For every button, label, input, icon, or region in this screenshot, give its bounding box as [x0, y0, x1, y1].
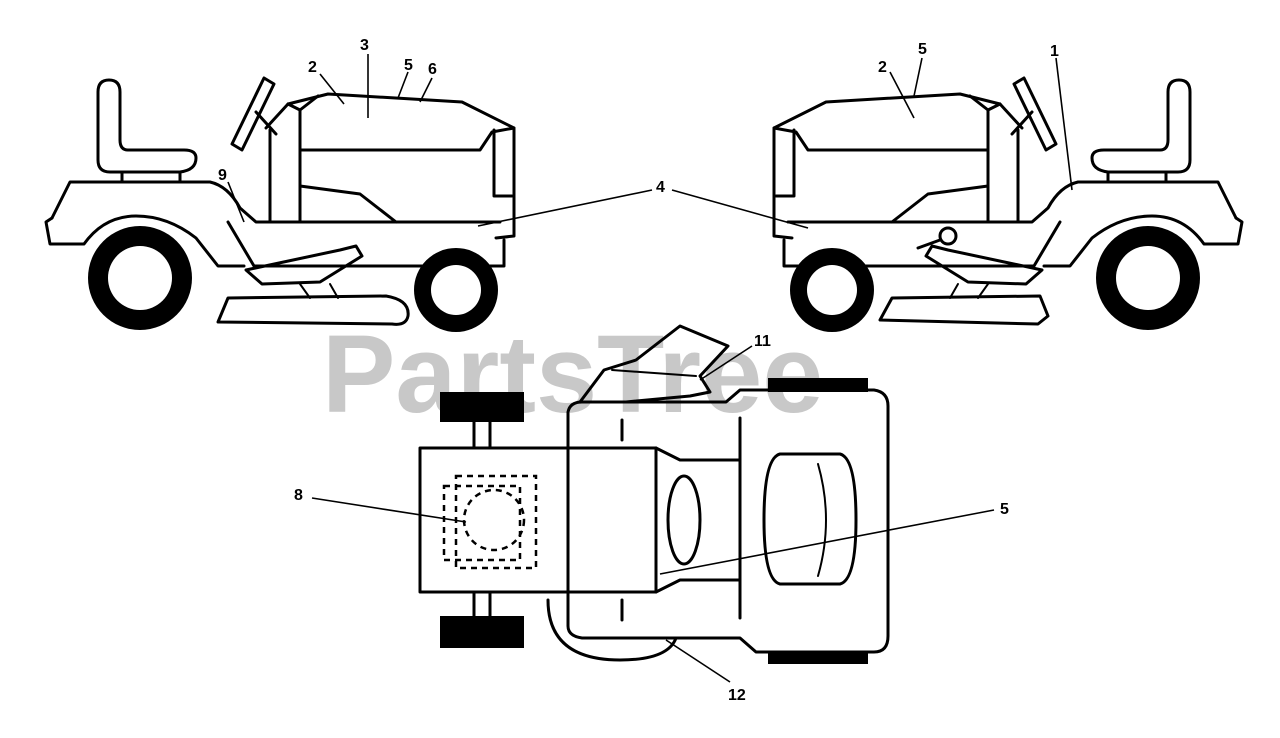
steering-column: [254, 110, 278, 136]
seat: [96, 78, 198, 174]
front-wheel-top-upper: [440, 392, 524, 422]
steering-wheel: [1012, 76, 1058, 152]
leader-4b: [671, 189, 809, 229]
seat-post: [120, 170, 182, 184]
headlight: [774, 128, 796, 198]
engine-side-line: [298, 184, 398, 224]
rear-fender: [50, 180, 502, 224]
lift-lever-knob: [938, 226, 958, 246]
steering-wheel: [230, 76, 276, 152]
hood-grille-line: [298, 94, 516, 152]
leader-lines: [227, 54, 1073, 683]
callout-12: 12: [728, 687, 746, 704]
steering-wheel-top: [666, 474, 702, 566]
rear-wheel-top-lower: [768, 652, 868, 664]
callout-6: 6: [428, 61, 437, 78]
leader-12: [665, 639, 731, 683]
leader-4a: [477, 189, 653, 227]
engine-outline-dashed-2: [454, 474, 538, 570]
seat-top: [762, 452, 858, 586]
hood-rear-taper: [654, 446, 742, 594]
mower-deck-top: [546, 598, 678, 662]
callout-5-right: 5: [918, 41, 927, 58]
engine-side-line: [890, 184, 990, 224]
rear-wheel-hub: [1116, 246, 1180, 310]
leader-1: [1055, 57, 1073, 191]
leader-5b: [913, 57, 923, 97]
engine-outline-dashed: [442, 484, 522, 562]
callout-5-left: 5: [404, 57, 413, 74]
front-axle-struts: [472, 420, 492, 618]
leader-9: [227, 181, 245, 223]
callout-8: 8: [294, 487, 303, 504]
lift-lever: [916, 238, 942, 250]
chute-line: [611, 369, 697, 377]
callout-5-top-view: 5: [1000, 501, 1009, 518]
callout-labels: 1 2 2 3 4 5 5 5 6 8 9 11 12: [218, 37, 1059, 704]
deck-hangers: [949, 283, 989, 299]
callout-2-right: 2: [878, 59, 887, 76]
callout-9: 9: [218, 167, 227, 184]
footrest-pedal: [244, 244, 364, 286]
callout-3: 3: [360, 37, 369, 54]
leader-8: [311, 497, 467, 523]
callout-4: 4: [656, 179, 665, 196]
leader-6: [419, 77, 433, 103]
fender-lower: [1042, 214, 1244, 268]
tractor-left-side-view: [44, 76, 516, 332]
footrest-pedal: [924, 244, 1044, 286]
callout-11: 11: [754, 333, 771, 350]
steering-column: [1010, 110, 1034, 136]
front-wheel-hub: [431, 265, 481, 315]
headlight: [492, 128, 514, 198]
rear-fender: [786, 180, 1238, 224]
leader-5c: [659, 509, 995, 575]
rear-wheel-hub: [108, 246, 172, 310]
discharge-chute: [578, 324, 730, 404]
seat: [1090, 78, 1192, 174]
leader-2b: [889, 71, 915, 119]
frame: [782, 220, 1062, 268]
leader-11: [699, 345, 753, 381]
seat-post: [1106, 170, 1168, 184]
tractor-right-side-view: [772, 76, 1244, 332]
leader-5a: [397, 71, 409, 99]
frame: [226, 220, 506, 268]
callout-2-left: 2: [308, 59, 317, 76]
mower-deck: [878, 294, 1050, 326]
hood-grille-line: [772, 94, 990, 152]
callout-1: 1: [1050, 43, 1059, 60]
deck-hangers: [299, 283, 339, 299]
engine-cap-dashed: [462, 488, 526, 552]
dash-panel: [268, 102, 302, 224]
front-wheel-top-lower: [440, 616, 524, 648]
tractor-top-view: [418, 324, 890, 664]
dash-panel: [986, 102, 1020, 224]
watermark-text: PartsTree: [322, 313, 823, 436]
fender-lower: [44, 214, 246, 268]
leader-2a: [319, 73, 345, 105]
front-wheel-hub: [807, 265, 857, 315]
mower-deck: [216, 294, 410, 326]
seat-contour: [817, 463, 827, 577]
